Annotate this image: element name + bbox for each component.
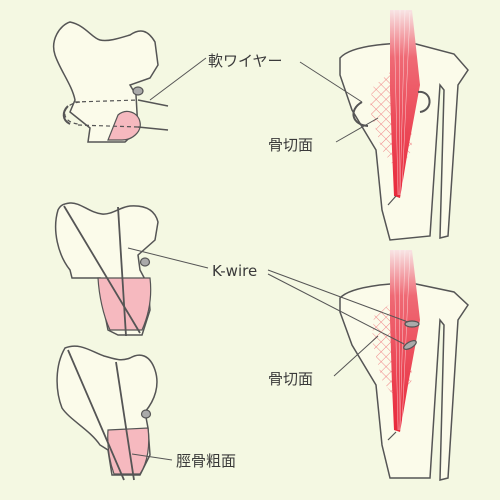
middle-left-bone-illustration xyxy=(54,202,209,337)
k-wire-1-middle xyxy=(63,205,141,334)
tuberosity-pink-top-left xyxy=(107,110,141,141)
lower-right-lateral-view xyxy=(267,249,469,481)
patellar-tendon-bottom xyxy=(390,250,420,432)
upper-left-bone-illustration xyxy=(53,21,207,143)
screw-head-top-left xyxy=(132,86,144,96)
k-wire-1-lower xyxy=(67,349,125,481)
label-osteotomy-top: 骨切面 xyxy=(268,136,313,154)
k-wire-end-2 xyxy=(403,340,417,350)
k-wire-end-1 xyxy=(404,320,420,328)
k-wire-2-middle xyxy=(117,206,127,337)
label-osteotomy-bottom: 骨切面 xyxy=(268,370,313,388)
label-k-wire: K-wire xyxy=(212,262,257,280)
lower-left-bone-illustration xyxy=(56,345,173,481)
label-tibial-tuberosity: 脛骨粗面 xyxy=(176,452,236,470)
tuberosity-pink-lower-left xyxy=(107,427,150,475)
wire-loop-top-left xyxy=(64,99,139,128)
upper-right-lateral-view xyxy=(299,9,469,241)
label-soft-wire: 軟ワイヤー xyxy=(208,52,283,70)
k-wire-2-lower xyxy=(115,361,135,481)
patellar-tendon-top xyxy=(390,10,420,198)
